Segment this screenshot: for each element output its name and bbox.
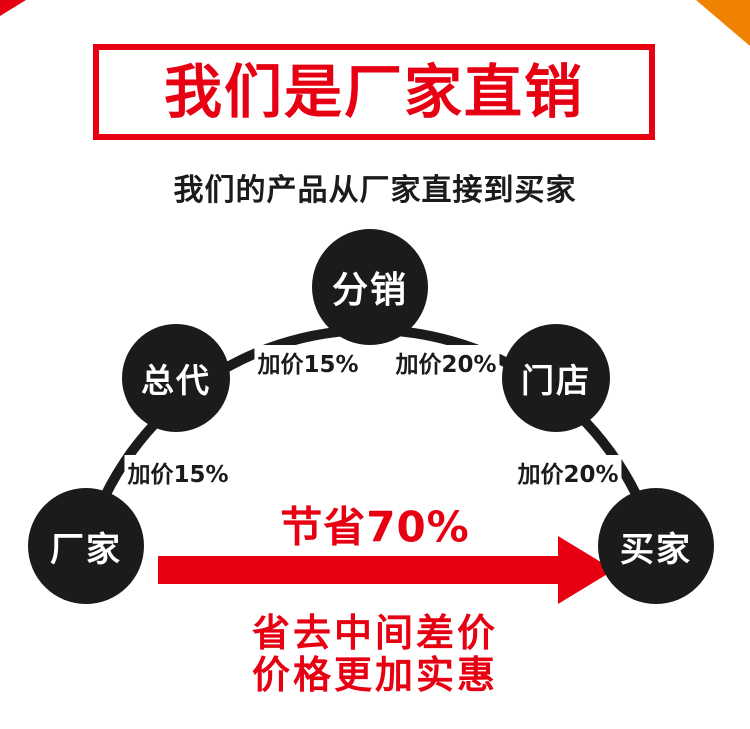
node-factory: 厂家 bbox=[28, 488, 144, 604]
node-agent: 总代 bbox=[122, 324, 230, 432]
markup-factory-to-agent: 加价15% bbox=[124, 455, 232, 489]
corner-triangle-right-icon bbox=[696, 0, 750, 46]
node-distribution: 分销 bbox=[312, 229, 428, 345]
markup-agent-to-distribution: 加价15% bbox=[254, 345, 362, 379]
markup-store-to-buyer: 加价20% bbox=[514, 455, 622, 489]
node-store: 门店 bbox=[502, 324, 610, 432]
corner-triangle-left-icon bbox=[0, 0, 26, 16]
node-store-label: 门店 bbox=[521, 361, 591, 400]
markup-distribution-to-store: 加价20% bbox=[392, 345, 500, 379]
subtitle: 我们的产品从厂家直接到买家 bbox=[173, 173, 577, 208]
node-buyer-label: 买家 bbox=[620, 529, 692, 570]
footer-line-1: 省去中间差价 bbox=[251, 611, 498, 655]
node-buyer: 买家 bbox=[598, 488, 714, 604]
footer-line-2: 价格更加实惠 bbox=[251, 653, 498, 697]
page-title: 我们是厂家直销 bbox=[163, 58, 584, 126]
node-agent-label: 总代 bbox=[141, 361, 211, 400]
node-distribution-label: 分销 bbox=[331, 270, 408, 311]
title-box: 我们是厂家直销 bbox=[93, 44, 655, 140]
savings-arrow-label: 节省70% bbox=[280, 502, 470, 552]
node-factory-label: 厂家 bbox=[50, 529, 122, 570]
